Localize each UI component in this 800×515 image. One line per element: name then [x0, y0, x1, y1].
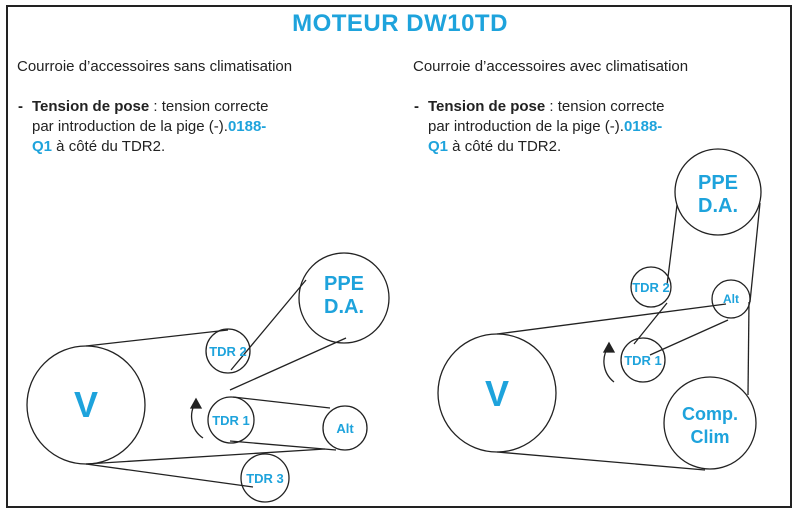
belt-segment	[229, 440, 337, 451]
tdr3-pulley	[240, 453, 290, 503]
ppe-da-pulley	[674, 148, 762, 236]
tdr1-pulley	[620, 337, 666, 383]
tdr3-label: TDR 3	[246, 471, 284, 486]
alternator-label: Alt	[723, 292, 739, 306]
ppe-label: PPE	[324, 273, 364, 295]
belt-segment	[232, 396, 331, 409]
tdr2-pulley	[205, 328, 251, 374]
belt-segment	[749, 202, 761, 303]
belt-segment	[496, 451, 706, 471]
note-text-end: à côté du TDR2.	[448, 138, 562, 155]
arrow-head-icon	[602, 341, 616, 353]
belt-segment	[666, 204, 678, 286]
belt-segment	[85, 463, 254, 488]
crankshaft-label: V	[485, 373, 509, 414]
note-dash: -	[18, 98, 23, 115]
left-tension-note: -Tension de pose : tension correcte par …	[18, 97, 282, 157]
page-title: MOTEUR DW10TD	[292, 10, 508, 37]
alternator-pulley	[322, 405, 368, 451]
note-bold-label: Tension de pose	[32, 98, 150, 115]
da-label: D.A.	[324, 296, 364, 318]
crankshaft-label: V	[74, 384, 98, 425]
belt-segment	[649, 319, 729, 356]
right-tension-note: -Tension de pose : tension correcte par …	[414, 97, 678, 157]
ppe-da-pulley	[298, 252, 390, 344]
belt-segment	[747, 301, 750, 396]
ac-compressor-pulley	[663, 376, 757, 470]
right-subtitle: Courroie d’accessoires avec climatisatio…	[413, 58, 689, 75]
clim-label: Clim	[690, 427, 729, 447]
tdr1-label: TDR 1	[212, 413, 250, 428]
crankshaft-pulley	[437, 333, 557, 453]
belt-segment	[85, 448, 326, 465]
tool-reference: 0188-Q1	[32, 118, 267, 155]
arrow-head-icon	[189, 397, 203, 409]
note-bold-label: Tension de pose	[428, 98, 546, 115]
belt-segment	[229, 337, 347, 391]
crankshaft-pulley	[26, 345, 146, 465]
tdr1-pulley	[207, 396, 255, 444]
note-text: : tension correcte par introduction de l…	[32, 98, 269, 135]
tool-reference: 0188-Q1	[428, 118, 663, 155]
comp-label: Comp.	[682, 404, 738, 424]
belt-segment	[230, 279, 307, 371]
alternator-pulley	[711, 279, 751, 319]
tdr2-label: TDR 2	[632, 280, 670, 295]
left-subtitle: Courroie d’accessoires sans climatisatio…	[17, 58, 293, 75]
note-dash: -	[414, 98, 419, 115]
ppe-label: PPE	[698, 172, 738, 194]
diagram-frame	[6, 5, 792, 508]
belt-segment	[496, 303, 727, 335]
belt-segment	[633, 302, 668, 345]
tdr1-label: TDR 1	[624, 353, 662, 368]
note-text: : tension correcte par introduction de l…	[428, 98, 665, 135]
alternator-label: Alt	[336, 421, 354, 436]
belt-segment	[85, 329, 229, 347]
tdr2-pulley	[630, 266, 672, 308]
tdr2-label: TDR 2	[209, 344, 247, 359]
note-text-end: à côté du TDR2.	[52, 138, 166, 155]
da-label: D.A.	[698, 195, 738, 217]
